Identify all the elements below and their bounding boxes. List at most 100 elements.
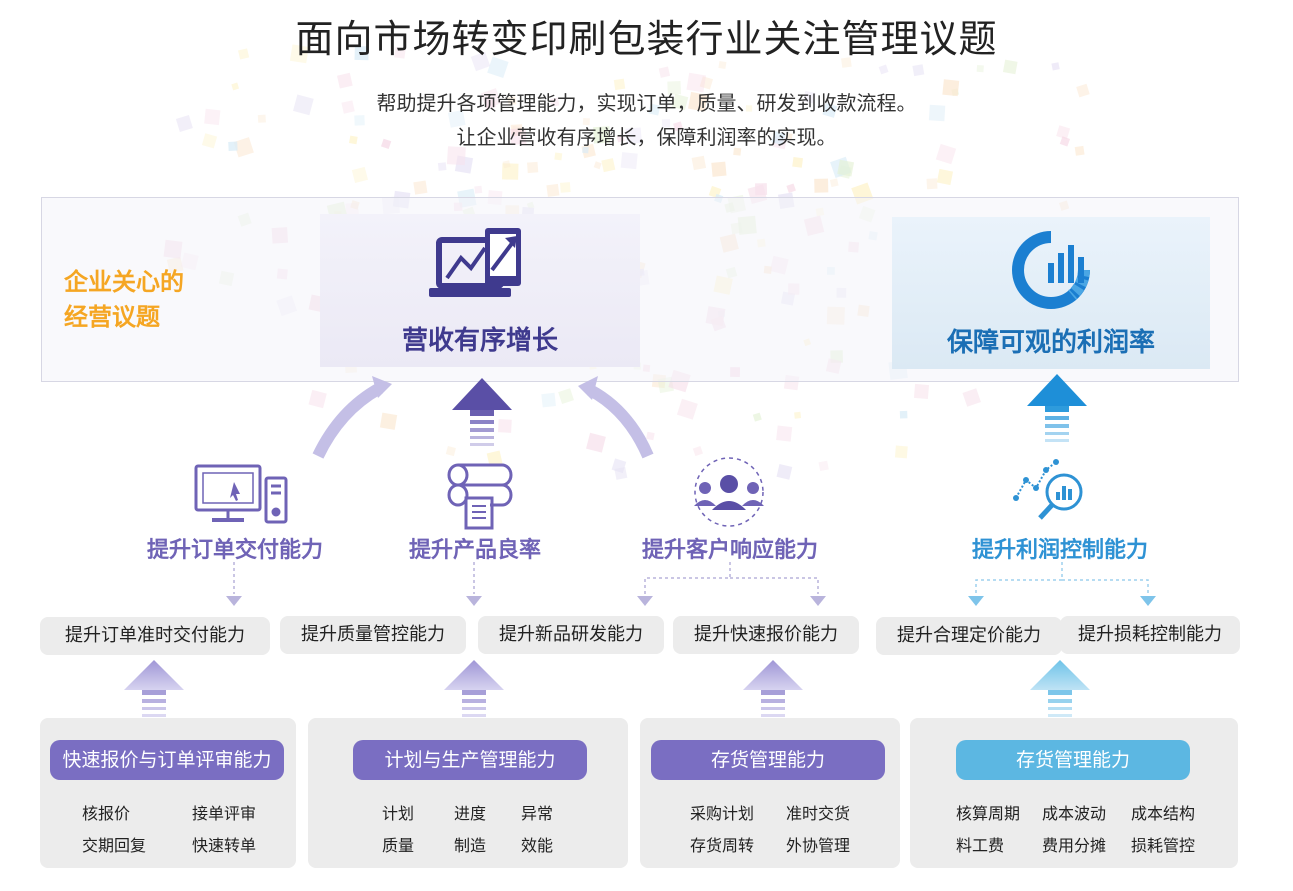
foundation-item: 准时交货 (786, 804, 851, 823)
mosaic-tile (803, 90, 816, 104)
mosaic-tile (841, 57, 852, 68)
up-arrow-revenue (452, 378, 512, 446)
mosaic-tile (554, 152, 563, 161)
foundation-item: 接单评审 (192, 804, 257, 823)
mosaic-tile (379, 412, 398, 430)
mosaic-tile (822, 102, 838, 118)
customers-icon (694, 457, 764, 527)
mosaic-tile (308, 389, 327, 409)
foundation-item: 损耗管控 (1131, 836, 1196, 855)
foundation-item: 交期回复 (82, 836, 147, 855)
mosaic-tile (658, 66, 671, 78)
foundation-item: 存货周转 (690, 836, 755, 855)
foundation-item: 核报价 (82, 804, 131, 823)
curved-arrow-left (312, 376, 392, 459)
mosaic-tile (502, 160, 511, 169)
mosaic-tile (912, 64, 925, 77)
mosaic-tile (755, 183, 768, 196)
mosaic-tile (559, 182, 571, 193)
foundation-item: 成本波动 (1042, 804, 1107, 823)
up-arrow-foundation-1 (124, 660, 184, 717)
mosaic-tile (752, 412, 762, 422)
sub-capability-fast-quote: 提升快速报价能力 (673, 616, 859, 654)
mosaic-tile (601, 158, 616, 173)
mosaic-tile (582, 146, 589, 154)
capability-profit-control: 提升利润控制能力 (971, 538, 1148, 563)
up-arrow-foundation-3 (743, 660, 803, 717)
mosaic-tile (614, 467, 628, 480)
mosaic-tile (646, 431, 655, 441)
capability-product-yield: 提升产品良率 (408, 538, 541, 563)
mosaic-tile (175, 115, 193, 133)
mosaic-tile (942, 79, 960, 97)
dashed-connector-profit (975, 562, 1149, 594)
mosaic-tile (620, 152, 638, 170)
mosaic-tile (437, 162, 447, 171)
foundation-item: 异常 (521, 804, 554, 823)
foundation-item: 费用分摊 (1042, 836, 1107, 855)
foundation-item: 成本结构 (1131, 804, 1196, 823)
sub-capability-reasonable-pricing: 提升合理定价能力 (876, 617, 1062, 655)
foundation-item: 料工费 (956, 836, 1005, 855)
mosaic-tile (507, 96, 517, 106)
analytics-magnifier-icon (1013, 459, 1083, 520)
foundation-item: 制造 (454, 836, 487, 855)
subtitle-line-2: 让企业营收有序增长，保障利润率的实现。 (456, 125, 837, 149)
mosaic-tile (487, 56, 509, 79)
mosaic-tile (349, 135, 358, 145)
mosaic-tile (341, 100, 355, 114)
up-arrow-foundation-4 (1030, 660, 1090, 717)
pie-bar-chart-icon (1012, 231, 1090, 309)
mosaic-tile (470, 51, 491, 72)
curved-arrow-right (578, 376, 654, 459)
mosaic-tile (204, 108, 221, 126)
printing-press-icon (447, 463, 513, 530)
foundation-item: 采购计划 (690, 804, 755, 823)
mosaic-tile (962, 388, 981, 407)
mosaic-tile (786, 183, 796, 193)
mosaic-tile (771, 131, 786, 146)
foundation-title-inventory: 存货管理能力 (651, 740, 885, 780)
mosaic-tile (829, 178, 839, 188)
mosaic-tile (785, 133, 793, 141)
mosaic-tile (550, 97, 560, 107)
mosaic-tile (818, 460, 829, 472)
dashed-connector-response (644, 562, 819, 594)
foundation-item: 外协管理 (786, 836, 851, 855)
concern-label-line-2: 经营议题 (64, 303, 160, 331)
foundation-item: 计划 (382, 804, 415, 823)
mosaic-tile (814, 178, 829, 193)
computer-icon (194, 464, 288, 524)
mosaic-tile (616, 134, 625, 143)
mosaic-tile (718, 60, 727, 70)
mosaic-tile (336, 72, 353, 89)
mosaic-tile (976, 65, 984, 73)
up-arrow-profit (1027, 374, 1087, 442)
mosaic-tile (445, 446, 456, 457)
mosaic-tile (446, 146, 466, 166)
mosaic-tile (691, 155, 707, 171)
mosaic-tile (289, 44, 309, 64)
goal-profit-margin: 保障可观的利润率 (892, 217, 1210, 369)
mosaic-tile (413, 180, 428, 195)
mosaic-tile (510, 124, 523, 137)
foundation-item: 质量 (382, 836, 415, 855)
mosaic-tile (673, 121, 684, 132)
mosaic-tile (394, 47, 406, 59)
mosaic-tile (541, 392, 556, 408)
mosaic-tile (926, 178, 938, 190)
mosaic-tile (899, 410, 908, 419)
mosaic-tile (776, 425, 793, 442)
mosaic-tile (792, 157, 804, 168)
mosaic-tile (671, 93, 689, 111)
mosaic-tile (686, 72, 707, 93)
foundation-item: 效能 (521, 836, 554, 855)
mosaic-tile (351, 166, 368, 183)
mosaic-tile (447, 110, 466, 128)
mosaic-tile (474, 185, 483, 194)
capability-order-delivery: 提升订单交付能力 (146, 538, 323, 563)
up-arrow-foundation-2 (444, 660, 504, 717)
mosaic-tile (733, 147, 742, 156)
mosaic-tile (380, 138, 392, 149)
